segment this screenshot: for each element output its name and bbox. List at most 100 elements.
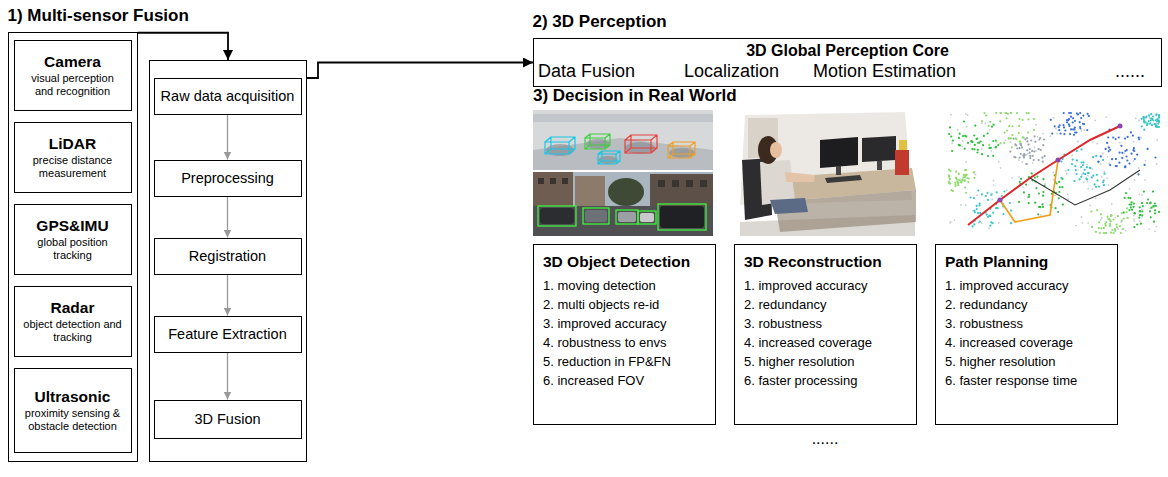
map-point — [1094, 120, 1096, 122]
map-point — [1029, 155, 1031, 157]
map-point — [1105, 221, 1107, 223]
map-point — [1115, 158, 1117, 160]
detection-box — [638, 211, 656, 224]
map-point — [1009, 202, 1011, 204]
map-point — [1034, 202, 1036, 204]
map-point — [1124, 197, 1126, 199]
text-holder: Raw data acquisition — [155, 79, 301, 114]
map-point — [981, 222, 983, 224]
step-label: Feature Extraction — [168, 325, 286, 343]
map-point — [1089, 167, 1091, 169]
map-point — [1072, 159, 1074, 161]
map-point — [1129, 203, 1131, 205]
map-point — [1136, 223, 1138, 225]
map-point — [961, 179, 963, 181]
map-point — [1100, 155, 1102, 157]
map-point — [1119, 225, 1121, 227]
map-point — [1089, 205, 1091, 207]
map-point — [1037, 213, 1039, 215]
map-point — [1095, 186, 1097, 188]
waypoint — [1056, 158, 1061, 163]
map-point — [1010, 137, 1012, 139]
map-point — [957, 184, 959, 186]
flow-arrow — [227, 115, 228, 160]
map-point — [996, 191, 998, 193]
map-point — [1149, 210, 1151, 212]
map-point — [1080, 161, 1082, 163]
map-point — [1106, 177, 1108, 179]
map-point — [966, 174, 968, 176]
map-point — [1034, 177, 1036, 179]
map-point — [997, 207, 999, 209]
map-point — [1134, 179, 1136, 181]
list-item: 4. increased coverage — [744, 333, 872, 352]
map-point — [1086, 164, 1088, 166]
map-point — [1103, 184, 1105, 186]
person-face — [770, 142, 782, 158]
map-point — [1038, 159, 1040, 161]
map-point — [962, 179, 964, 181]
map-point — [1119, 152, 1121, 154]
car — [585, 210, 607, 222]
map-point — [1147, 122, 1149, 124]
map-point — [1145, 116, 1147, 118]
map-point — [1133, 203, 1135, 205]
map-point — [1053, 172, 1055, 174]
map-point — [1096, 180, 1098, 182]
map-point — [957, 129, 959, 131]
map-point — [1105, 148, 1107, 150]
map-point — [1055, 127, 1057, 129]
map-point — [1107, 136, 1109, 138]
map-point — [1044, 155, 1046, 157]
step-label: Preprocessing — [181, 169, 274, 187]
road-points — [533, 138, 713, 170]
map-point — [1011, 177, 1013, 179]
map-point — [1000, 112, 1002, 114]
map-point — [970, 140, 972, 142]
map-point — [1032, 155, 1034, 157]
map-point — [1084, 173, 1086, 175]
map-point — [1087, 113, 1089, 115]
map-point — [1154, 230, 1156, 232]
map-point — [949, 178, 951, 180]
map-point — [963, 180, 965, 182]
map-point — [1107, 216, 1109, 218]
map-point — [1063, 112, 1065, 114]
tree — [608, 178, 644, 206]
map-point — [1133, 215, 1135, 217]
map-point — [1086, 166, 1088, 168]
map-point — [1038, 148, 1040, 150]
application-box: 3D Object Detection1. moving detection2.… — [533, 244, 716, 425]
sensor-box: Radarobject detection and tracking — [14, 286, 132, 357]
list-item: 6. faster processing — [744, 371, 857, 390]
map-point — [1130, 206, 1132, 208]
person-arm — [785, 172, 815, 182]
connector-arrow — [138, 33, 228, 60]
map-point — [967, 181, 969, 183]
text-holder: Radarobject detection and tracking — [15, 287, 131, 356]
map-point — [1092, 175, 1094, 177]
map-point — [1032, 162, 1034, 164]
map-point — [1155, 125, 1157, 127]
map-point — [1079, 121, 1081, 123]
map-point — [1150, 216, 1152, 218]
map-point — [981, 193, 983, 195]
map-point — [989, 215, 991, 217]
map-point — [1003, 142, 1005, 144]
text-holder: 3D Reconstruction1. improved accuracy2. … — [735, 245, 916, 424]
map-point — [989, 225, 991, 227]
map-point — [1067, 169, 1069, 171]
map-point — [1101, 217, 1103, 219]
map-point — [950, 221, 952, 223]
map-point — [1105, 232, 1107, 234]
map-point — [948, 181, 950, 183]
map-point — [1067, 193, 1069, 195]
map-point — [1141, 125, 1143, 127]
person-legs — [770, 198, 808, 214]
map-point — [957, 182, 959, 184]
map-point — [1019, 157, 1021, 159]
map-point — [1123, 217, 1125, 219]
map-point — [993, 184, 995, 186]
map-point — [965, 169, 967, 171]
map-point — [995, 146, 997, 148]
